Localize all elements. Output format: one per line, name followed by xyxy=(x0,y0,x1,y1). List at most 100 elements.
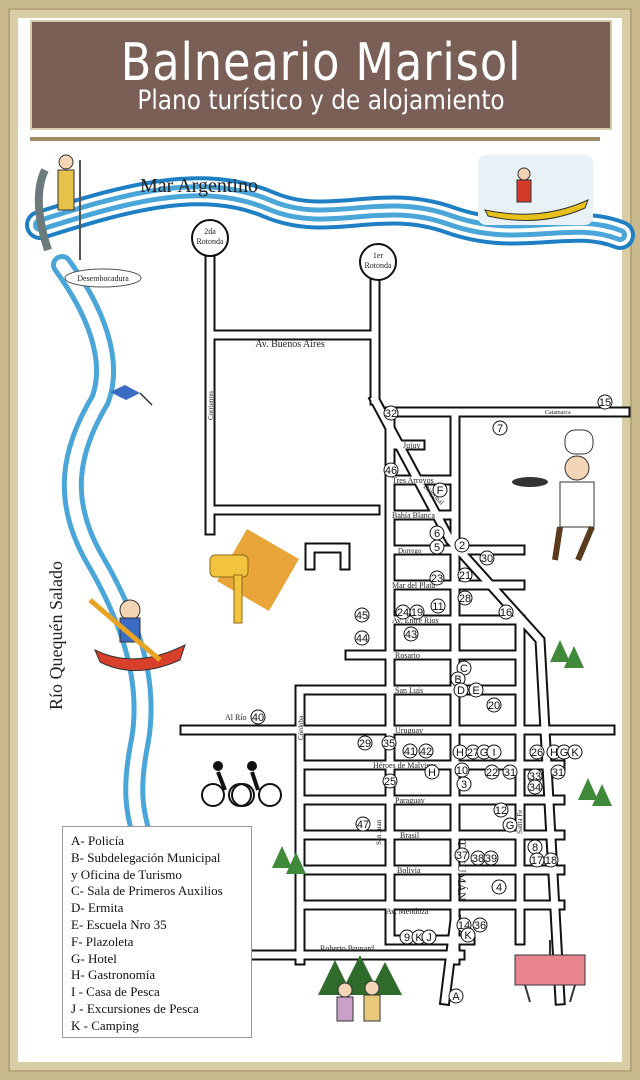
map-marker[interactable]: 41 xyxy=(402,743,418,759)
map-marker[interactable]: E xyxy=(468,682,484,698)
map-marker[interactable]: I xyxy=(486,744,502,760)
map-marker[interactable]: 5 xyxy=(429,539,445,555)
legend-item: J - Excursiones de Pesca xyxy=(71,1000,199,1016)
map-marker[interactable]: 40 xyxy=(250,709,266,725)
map-marker[interactable]: 39 xyxy=(483,850,499,866)
legend-item: A- Policía xyxy=(71,833,125,848)
map-marker[interactable]: 28 xyxy=(457,590,473,606)
map-marker[interactable]: 24 xyxy=(395,604,411,620)
map-marker[interactable]: 38 xyxy=(470,850,486,866)
map-marker[interactable]: 10 xyxy=(454,762,470,778)
map-marker[interactable]: 23 xyxy=(429,570,445,586)
map-marker[interactable]: 31 xyxy=(550,764,566,780)
map-marker[interactable]: 16 xyxy=(498,604,514,620)
map-marker[interactable]: 21 xyxy=(457,567,473,583)
map-marker[interactable]: 17 xyxy=(529,852,545,868)
map-marker[interactable]: 36 xyxy=(472,917,488,933)
street-cordoba: Córdoba xyxy=(297,715,305,740)
map-marker[interactable]: F xyxy=(432,482,448,498)
map-marker[interactable]: 46 xyxy=(383,462,399,478)
map-marker-label: 27 xyxy=(467,747,479,759)
map-marker[interactable]: K xyxy=(567,744,583,760)
map-marker-label: 41 xyxy=(404,746,416,758)
map-marker[interactable]: K xyxy=(460,927,476,943)
map-marker[interactable]: 42 xyxy=(418,743,434,759)
street-entre-rios: Av. Entre Ríos xyxy=(392,616,439,625)
map-marker[interactable]: 6 xyxy=(429,525,445,541)
map-marker[interactable]: H xyxy=(452,744,468,760)
map-marker[interactable]: 18 xyxy=(543,852,559,868)
map-marker[interactable]: 30 xyxy=(479,550,495,566)
map-marker[interactable]: B xyxy=(450,671,466,687)
map-marker-label: 6 xyxy=(434,528,440,540)
map-marker[interactable]: 34 xyxy=(527,779,543,795)
map-marker[interactable]: A xyxy=(448,988,464,1004)
street-bolivia: Bolivia xyxy=(397,866,421,875)
map-marker[interactable]: 11 xyxy=(430,598,446,614)
map-marker-label: E xyxy=(472,685,479,697)
map-marker[interactable]: 29 xyxy=(357,735,373,751)
map-marker[interactable]: 12 xyxy=(493,802,509,818)
map-marker-label: I xyxy=(492,747,495,759)
map-marker[interactable]: 2 xyxy=(454,537,470,553)
map-marker-label: 31 xyxy=(552,767,564,779)
restaurant-table-illustration xyxy=(514,940,586,1003)
fisherman-illustration xyxy=(34,154,81,260)
map-marker[interactable]: 26 xyxy=(529,744,545,760)
map-marker[interactable]: 25 xyxy=(382,773,398,789)
map-marker-label: C xyxy=(460,663,468,675)
map-marker-label: 12 xyxy=(495,805,507,817)
legend-item: K - Camping xyxy=(71,1017,139,1033)
map-marker[interactable]: H xyxy=(424,764,440,780)
legend-item: D- Ermita xyxy=(71,900,124,916)
map-marker-label: 35 xyxy=(383,738,395,750)
map-marker[interactable]: 8 xyxy=(527,839,543,855)
map-marker[interactable]: 33 xyxy=(527,768,543,784)
map-marker[interactable]: 4 xyxy=(491,879,507,895)
title-rule xyxy=(30,137,600,141)
map-marker[interactable]: 37 xyxy=(454,847,470,863)
river xyxy=(51,254,154,841)
legend-item: B- Subdelegación Municipal xyxy=(71,849,221,865)
map-marker[interactable]: 43 xyxy=(403,626,419,642)
map-marker[interactable]: 31 xyxy=(502,764,518,780)
map-marker[interactable]: 20 xyxy=(486,697,502,713)
map-marker[interactable]: 35 xyxy=(381,735,397,751)
map-marker-label: 16 xyxy=(500,607,512,619)
map-marker-label: D xyxy=(457,685,465,697)
street-paraguay: Paraguay xyxy=(395,796,425,805)
map-marker-label: 36 xyxy=(474,920,486,932)
street-buenos-aires: Av. Buenos Aires xyxy=(255,339,325,350)
map-marker-label: 23 xyxy=(431,573,443,585)
map-marker[interactable]: 3 xyxy=(456,776,472,792)
map-marker[interactable]: 45 xyxy=(354,607,370,623)
map-marker-label: G xyxy=(506,820,515,832)
map-marker[interactable]: 44 xyxy=(354,630,370,646)
map-marker[interactable]: 47 xyxy=(355,816,371,832)
map-marker-label: 37 xyxy=(456,850,468,862)
river-mouth-marker xyxy=(64,268,142,288)
map-marker[interactable]: 19 xyxy=(409,604,425,620)
map-marker[interactable]: 7 xyxy=(492,420,508,436)
map-marker-label: 4 xyxy=(496,882,502,894)
map-marker-label: G xyxy=(560,747,569,759)
street-catamarca: Catamarca xyxy=(545,410,571,416)
street-brasil: Brasil xyxy=(400,831,420,840)
map-marker[interactable]: J xyxy=(421,929,437,945)
map-marker[interactable]: 32 xyxy=(383,405,399,421)
map-marker-label: 29 xyxy=(359,738,371,750)
map-marker[interactable]: 22 xyxy=(484,764,500,780)
street-mendoza: Av. Mendoza xyxy=(386,907,429,916)
map-marker[interactable]: 15 xyxy=(597,394,613,410)
map-marker-label: 30 xyxy=(481,553,493,565)
map-marker[interactable]: G xyxy=(502,817,518,833)
legend-item: E- Escuela Nro 35 xyxy=(71,916,167,932)
map-marker-label: 33 xyxy=(529,771,541,783)
map-marker-label: J xyxy=(426,932,432,944)
map-marker[interactable]: 27 xyxy=(465,744,481,760)
map-marker-label: 19 xyxy=(411,607,423,619)
map-marker[interactable]: D xyxy=(453,682,469,698)
roundabout-second: 2da Rotonda xyxy=(191,219,229,257)
title-banner: Balneario Marisol Plano turístico y de a… xyxy=(30,20,612,130)
